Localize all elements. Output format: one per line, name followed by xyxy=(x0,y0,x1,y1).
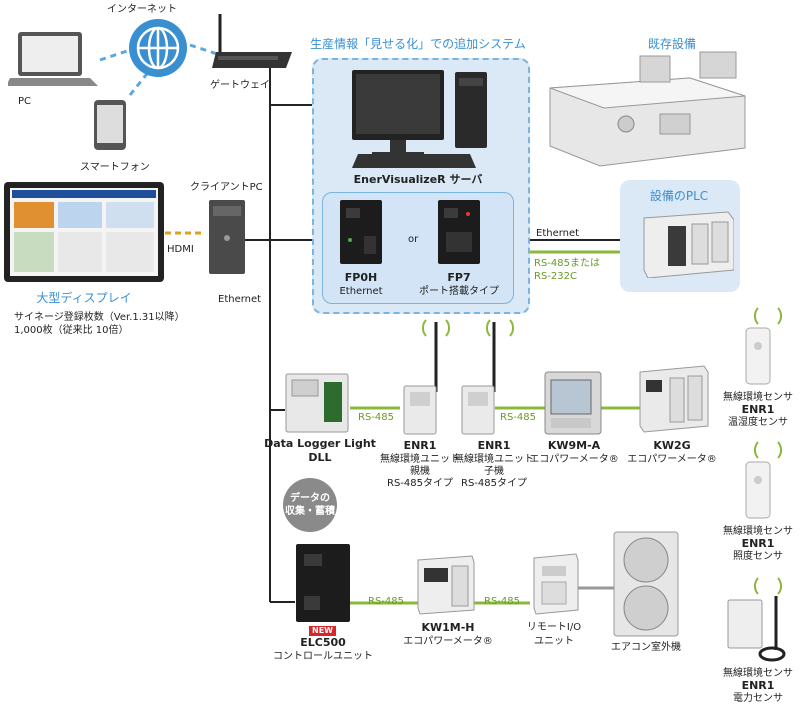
kw2g-sub: エコパワーメータ® xyxy=(627,454,717,465)
fp7-plc-icon xyxy=(438,200,480,264)
keyboard-icon xyxy=(352,154,476,168)
dll-name: Data Logger Light xyxy=(264,437,376,450)
ethernet-plc-label: Ethernet xyxy=(536,228,580,239)
row2-rs485-a: RS-485 xyxy=(368,596,404,607)
kw9m-sub: エコパワーメータ® xyxy=(529,454,619,465)
elc500-name: ELC500 xyxy=(300,636,346,649)
row1-rs485-a: RS-485 xyxy=(358,412,394,423)
bubble-line2: 収集・蓄積 xyxy=(285,506,335,517)
enr1-parent-line2: 親機 xyxy=(410,466,430,477)
new-badge: NEW xyxy=(309,626,336,636)
kw1m-sub: エコパワーメータ® xyxy=(403,636,493,647)
bubble-line1: データの xyxy=(290,493,330,504)
wireless-signal-icon xyxy=(422,319,450,337)
sensor1-name: ENR1 xyxy=(741,403,775,416)
globe-icon xyxy=(129,19,187,77)
enr1-child-name: ENR1 xyxy=(477,439,511,452)
row2-rs485-b: RS-485 xyxy=(484,596,520,607)
enr1-parent-name: ENR1 xyxy=(403,439,437,452)
enr1-child-unit-icon xyxy=(461,322,496,435)
server-label: EnerVisualizeR サーバ xyxy=(353,173,483,186)
humidity-sensor-icon xyxy=(745,327,771,385)
ethernet-main-label: Ethernet xyxy=(218,294,262,305)
or-label: or xyxy=(408,234,419,245)
remote-io-unit-icon xyxy=(533,553,579,615)
sensor1-kind: 温湿度センサ xyxy=(728,417,788,428)
wireless-signal-icon xyxy=(754,577,782,595)
remote-io-line2: ユニット xyxy=(534,636,574,647)
signage-line2: 1,000枚（従来比 10倍） xyxy=(14,325,129,336)
large-display-icon xyxy=(4,182,164,282)
internet-label: インターネット xyxy=(107,4,177,15)
client-pc-tower-icon xyxy=(209,200,245,274)
enr1-parent-unit-icon xyxy=(403,322,438,435)
elc500-sub: コントロールユニット xyxy=(273,651,373,662)
server-tower-icon xyxy=(455,72,487,148)
fp7-name: FP7 xyxy=(447,271,471,284)
wireless-signal-icon xyxy=(754,307,782,325)
internet-gateway-link xyxy=(189,43,221,57)
laptop-icon xyxy=(8,32,98,86)
enr1-child-line2: 子機 xyxy=(484,466,504,477)
rs232c-label: RS-232C xyxy=(534,271,577,282)
kw2g-meter-icon xyxy=(639,365,709,433)
fp0h-sub: Ethernet xyxy=(339,286,383,297)
pc-internet-link xyxy=(99,48,131,62)
existing-plc-icon xyxy=(643,211,734,278)
kw9m-meter-icon xyxy=(544,371,602,435)
dll-unit-icon xyxy=(285,373,349,433)
large-display-label: 大型ディスプレイ xyxy=(36,291,132,305)
enr1-parent-line1: 無線環境ユニット xyxy=(380,454,460,465)
enr1-parent-line3: RS-485タイプ xyxy=(387,478,453,489)
system-box-title: 生産情報「見せる化」での追加システム xyxy=(310,37,526,51)
dll-sub: DLL xyxy=(308,451,332,464)
kw9m-name: KW9M-A xyxy=(547,439,601,452)
kw1m-name: KW1M-H xyxy=(421,621,475,634)
pc-label: PC xyxy=(18,96,32,107)
gateway-label: ゲートウェイ xyxy=(210,80,270,91)
signage-line1: サイネージ登録枚数（Ver.1.31以降） xyxy=(14,312,185,323)
sensor2-name: ENR1 xyxy=(741,537,775,550)
sensor3-name: ENR1 xyxy=(741,679,775,692)
wireless-signal-icon xyxy=(754,441,782,459)
existing-equipment-title: 既存設備 xyxy=(648,37,697,51)
existing-machine-icon xyxy=(549,51,746,167)
client-pc-label: クライアントPC xyxy=(190,182,263,193)
aircon-outdoor-unit-icon xyxy=(613,531,679,637)
plc-zone-title: 設備のPLC xyxy=(649,189,709,203)
sensor2-kind: 照度センサ xyxy=(733,551,783,562)
server-monitor-icon xyxy=(352,70,444,157)
fp7-sub: ポート搭載タイプ xyxy=(419,286,499,297)
smartphone-icon xyxy=(94,100,126,150)
rs485-or-label: RS-485または xyxy=(534,258,600,269)
row1-rs485-b: RS-485 xyxy=(500,412,536,423)
gateway-router-icon xyxy=(212,14,292,68)
data-collection-bubble: データの収集・蓄積 xyxy=(283,478,337,532)
power-sensor-icon xyxy=(727,596,786,662)
smartphone-label: スマートフォン xyxy=(80,162,150,173)
sensor1-type: 無線環境センサ xyxy=(723,392,793,403)
sensor2-type: 無線環境センサ xyxy=(723,526,793,537)
kw1m-meter-icon xyxy=(417,555,475,615)
hdmi-label: HDMI xyxy=(167,244,194,255)
illuminance-sensor-icon xyxy=(745,461,771,519)
wireless-signal-icon xyxy=(486,319,514,337)
enr1-child-line1: 無線環境ユニット xyxy=(454,454,534,465)
fp0h-plc-icon xyxy=(340,200,382,264)
remote-io-line1: リモートI/O xyxy=(526,622,582,633)
sensor3-kind: 電力センサ xyxy=(733,693,783,704)
sensor3-type: 無線環境センサ xyxy=(723,668,793,679)
aircon-label: エアコン室外機 xyxy=(611,642,681,653)
fp0h-name: FP0H xyxy=(344,271,378,284)
enr1-child-line3: RS-485タイプ xyxy=(461,478,527,489)
kw2g-name: KW2G xyxy=(653,439,691,452)
elc500-unit-icon xyxy=(296,544,350,622)
